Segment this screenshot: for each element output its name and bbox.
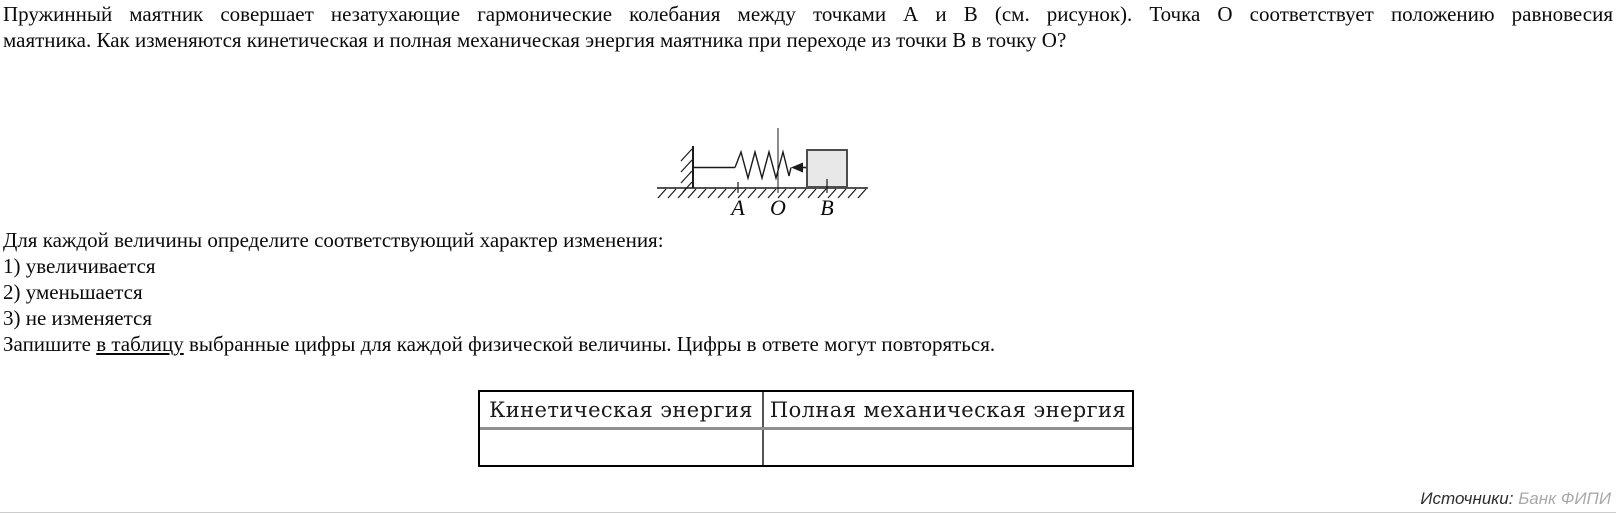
answer-cell-kinetic[interactable] <box>480 430 764 465</box>
source-label: Источники: <box>1420 489 1514 508</box>
label-point-O: O <box>770 195 786 220</box>
source-value: Банк ФИПИ <box>1518 489 1611 508</box>
instructions-block: Для каждой величины определите соответст… <box>3 227 1613 357</box>
question-line-2: маятника. Как изменяются кинетическая и … <box>3 28 1067 52</box>
spring-pendulum-figure: A O B <box>640 118 890 222</box>
option-3: 3) не изменяется <box>3 306 153 330</box>
question-line-1: Пружинный маятник совершает незатухающие… <box>3 2 1613 26</box>
spring-icon <box>734 149 792 181</box>
answer-table-input-row <box>480 430 1132 465</box>
ground-hatching <box>657 188 867 199</box>
instructions-final: Запишите в таблицу выбранные цифры для к… <box>3 331 1613 357</box>
header-cell-kinetic: Кинетическая энергия <box>480 392 764 427</box>
source-line: Источники: Банк ФИПИ <box>1420 489 1611 509</box>
header-kinetic-label: Кинетическая энергия <box>489 397 753 422</box>
option-1: 1) увеличивается <box>3 254 156 278</box>
label-point-A: A <box>729 195 745 220</box>
header-cell-total: Полная механическая энергия <box>764 392 1132 427</box>
option-2: 2) уменьшается <box>3 280 143 304</box>
arrow-left-icon <box>791 162 803 173</box>
final-suffix: выбранные цифры для каждой физической ве… <box>183 332 996 356</box>
answer-table: Кинетическая энергия Полная механическая… <box>478 390 1134 467</box>
wall-hatching <box>680 148 693 193</box>
spring-pendulum-drawing: A O B <box>657 128 868 220</box>
answer-cell-total[interactable] <box>764 430 1132 465</box>
final-prefix: Запишите <box>3 332 97 356</box>
label-point-B: B <box>820 195 833 220</box>
answer-table-header-row: Кинетическая энергия Полная механическая… <box>480 392 1132 430</box>
instructions-intro: Для каждой величины определите соответст… <box>3 228 664 252</box>
final-underlined-phrase: в таблицу <box>96 332 184 356</box>
question-text: Пружинный маятник совершает незатухающие… <box>3 1 1613 53</box>
header-total-label: Полная механическая энергия <box>769 397 1127 422</box>
